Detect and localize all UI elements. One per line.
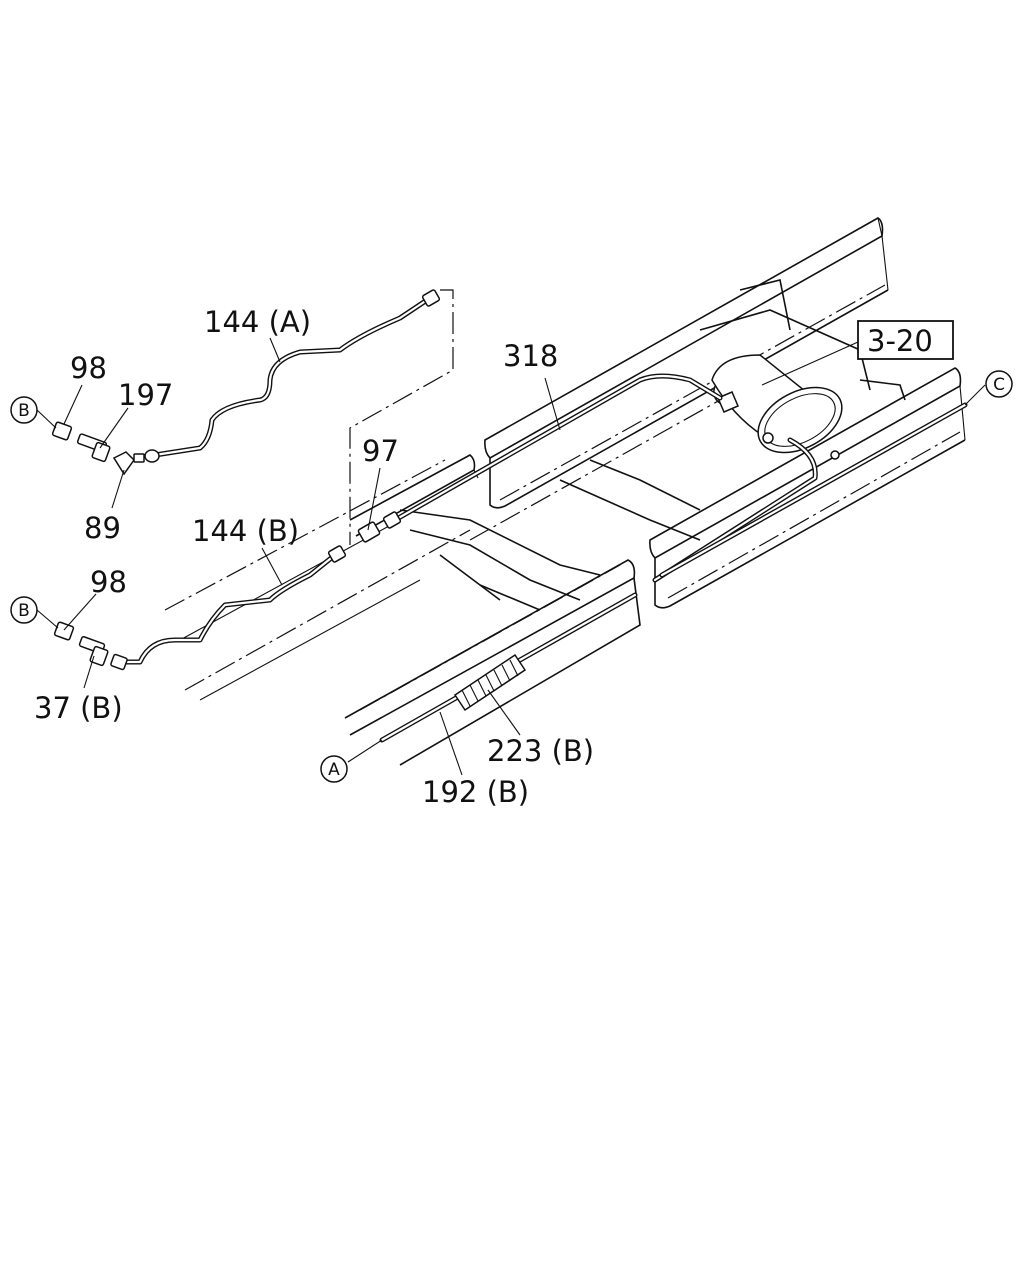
reference-box-label: 3-20 xyxy=(867,324,933,358)
callout-98-top: 98 xyxy=(70,351,107,385)
connector-a-label: A xyxy=(328,760,340,780)
connector-b-bottom-label: B xyxy=(18,601,30,621)
callout-192b: 192 (B) xyxy=(422,775,529,809)
callout-223b: 223 (B) xyxy=(487,734,594,768)
callout-144a: 144 (A) xyxy=(204,305,311,339)
connector-c: C xyxy=(985,370,1013,398)
connector-b-top-label: B xyxy=(18,401,30,421)
connector-b-bottom: B xyxy=(10,596,38,624)
spring-guard-coil xyxy=(453,653,527,712)
leader-lines xyxy=(36,337,986,776)
callout-197: 197 xyxy=(118,378,173,412)
air-tank xyxy=(711,354,843,460)
callout-37b: 37 (B) xyxy=(34,691,123,725)
callout-97: 97 xyxy=(362,434,399,468)
connector-a: A xyxy=(320,755,348,783)
reference-box-3-20: 3-20 xyxy=(857,320,954,360)
fittings xyxy=(51,289,441,671)
chassis-frame xyxy=(164,217,966,766)
connector-b-top: B xyxy=(10,396,38,424)
connector-c-label: C xyxy=(993,375,1005,395)
callout-98-bottom: 98 xyxy=(90,565,127,599)
callout-318: 318 xyxy=(503,339,558,373)
brake-pipes xyxy=(119,295,968,743)
callout-144b: 144 (B) xyxy=(192,514,299,548)
callout-89: 89 xyxy=(84,511,121,545)
